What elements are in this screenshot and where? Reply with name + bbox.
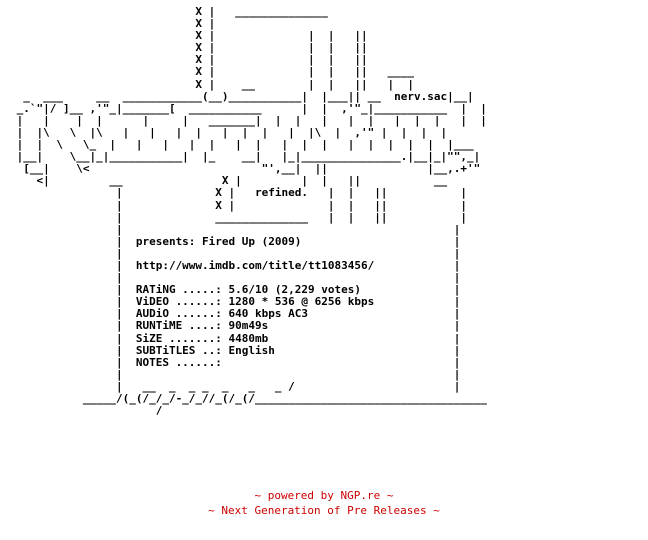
nfo-line: _.`"|/ ]__ ,'"_|_______[ ___________ | |… bbox=[10, 101, 487, 115]
nfo-line: |__| \__|_|___________| |_ __| |_|______… bbox=[10, 150, 481, 164]
nfo-line: X | | | || bbox=[10, 41, 368, 55]
nfo-line: / bbox=[10, 404, 163, 418]
footer-tagline: ~ Next Generation of Pre Releases ~ bbox=[208, 504, 440, 517]
nfo-line: | SUBTiTLES ..: English | bbox=[10, 343, 461, 357]
nfo-line: | SiZE .......: 4480mb | bbox=[10, 331, 461, 345]
nfo-text: X | ______________ X | X | | | || X | | … bbox=[10, 5, 487, 418]
nfo-line: X | ______________ bbox=[10, 5, 328, 18]
nfo-line: X | __ | | || | | bbox=[10, 77, 414, 91]
nfo-line: | AUDiO ......: 640 kbps AC3 | bbox=[10, 307, 461, 321]
nfo-line: | X | | | || | bbox=[10, 198, 467, 212]
nfo-line: | http://www.imdb.com/title/tt1083456/ | bbox=[10, 258, 461, 272]
nfo-line: _ ___ __ ____________(__)___________| |_… bbox=[10, 89, 474, 103]
nfo-line: | | bbox=[10, 222, 461, 236]
nfo-line: | RUNTiME ....: 90m49s | bbox=[10, 319, 461, 333]
nfo-line: | RATiNG .....: 5.6/10 (2,229 votes) | bbox=[10, 283, 461, 297]
nfo-line: | __ _ _ _ _ _ _ / | bbox=[10, 379, 461, 393]
nfo-line: X | | | || bbox=[10, 29, 368, 43]
nfo-line: <| __ X | | | || __ bbox=[10, 174, 448, 188]
nfo-line: | | bbox=[10, 246, 461, 260]
nfo-line: | | \ \_ | | | | | | | | | | | | | | | |… bbox=[10, 138, 474, 152]
footer-powered-by: ~ powered by NGP.re ~ bbox=[254, 489, 394, 502]
nfo-line: | ViDEO ......: 1280 * 536 @ 6256 kbps | bbox=[10, 295, 461, 309]
nfo-line: | NOTES ......: | bbox=[10, 355, 461, 369]
nfo-line: | presents: Fired Up (2009) | bbox=[10, 234, 461, 248]
nfo-line: X | | | || ____ bbox=[10, 65, 414, 79]
nfo-line: | | bbox=[10, 367, 461, 381]
nfo-line: | ______________ | | || | bbox=[10, 210, 467, 224]
nfo-line: [__| \< "',__| || |__,.+'" bbox=[10, 162, 481, 176]
nfo-line: | | | | | | _______| | | | | | | | | | | bbox=[10, 113, 487, 127]
nfo-line: | |\ \ |\ | | | | | | | | |\ | ,'" | | |… bbox=[10, 125, 448, 139]
footer: ~ powered by NGP.re ~ ~ Next Generation … bbox=[0, 488, 648, 518]
nfo-line: | X | refined. | | || | bbox=[10, 186, 467, 200]
nfo-line: | | bbox=[10, 271, 461, 285]
nfo-line: _____/(_(/_/_/-_/_//_(/_(/______________… bbox=[10, 392, 487, 405]
nfo-line: X | bbox=[10, 17, 216, 31]
nfo-line: X | | | || bbox=[10, 53, 368, 67]
